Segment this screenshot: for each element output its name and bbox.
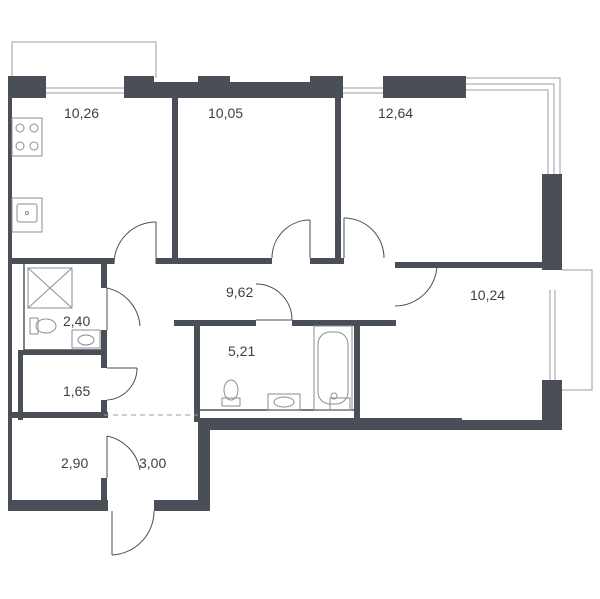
door-entrance <box>111 510 155 556</box>
shower-icon <box>27 267 73 309</box>
room-area-kitchen: 10,26 <box>64 105 99 121</box>
room-area-entrance: 3,00 <box>139 455 166 471</box>
door-bedroom-2 <box>343 217 385 259</box>
room-area-bedroom-1: 10,05 <box>208 105 243 121</box>
room-area-hall: 9,62 <box>226 284 253 300</box>
exterior-walls <box>8 76 562 511</box>
door-bedroom-3 <box>394 263 438 307</box>
interior-walls <box>8 98 543 504</box>
room-area-bathroom-1: 2,40 <box>63 313 90 329</box>
toilet-icon <box>29 317 57 335</box>
door-closet <box>106 435 141 478</box>
room-area-storage: 1,65 <box>63 383 90 399</box>
door-bathroom-1 <box>106 287 141 330</box>
door-bathroom-2 <box>255 283 293 321</box>
stove-icon <box>11 117 43 157</box>
toilet-icon <box>221 379 241 407</box>
balcony-right-corner <box>466 77 561 175</box>
washing-machine-icon <box>329 397 351 411</box>
bathtub-icon <box>313 325 353 411</box>
room-area-bathroom-2: 5,21 <box>228 343 255 359</box>
sink-icon <box>267 393 301 411</box>
kitchen-sink-icon <box>11 197 43 233</box>
room-area-bedroom-2: 12,64 <box>378 105 413 121</box>
door-kitchen <box>113 221 157 265</box>
door-bedroom-1 <box>271 219 311 259</box>
room-area-closet: 2,90 <box>61 455 88 471</box>
sink-icon <box>71 329 101 349</box>
balcony-right <box>549 269 593 391</box>
door-storage <box>106 367 138 401</box>
room-area-bedroom-3: 10,24 <box>470 287 505 303</box>
balcony-top <box>11 41 157 78</box>
